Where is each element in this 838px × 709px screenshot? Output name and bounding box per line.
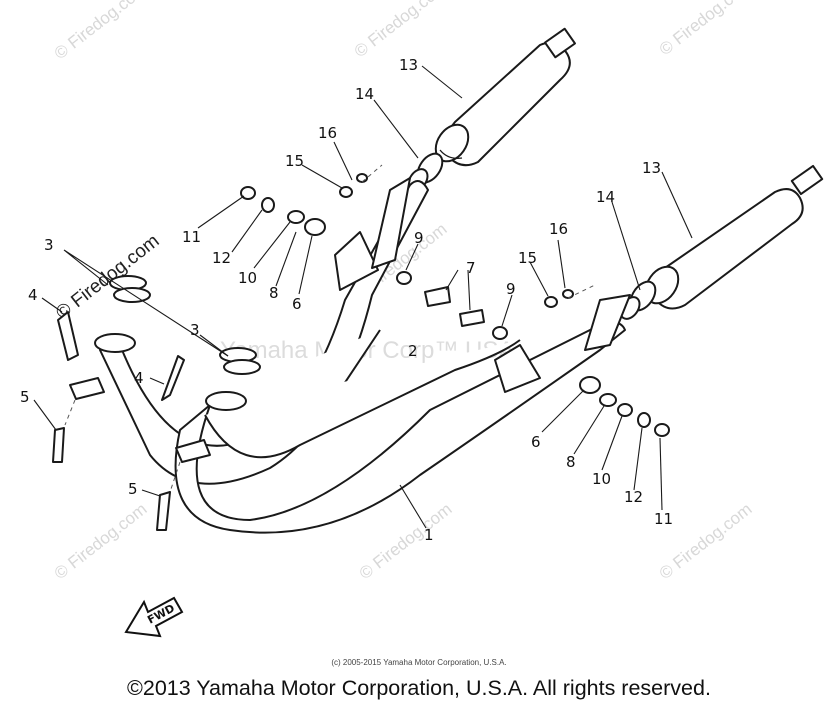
watermark: © Firedog.com bbox=[656, 0, 756, 59]
callout-6: 6 bbox=[292, 295, 302, 313]
callout-14: 14 bbox=[355, 85, 374, 103]
watermark: © Firedog.com bbox=[351, 0, 451, 61]
bolt-7-b bbox=[459, 309, 485, 327]
exhaust-pipe-1 bbox=[174, 294, 631, 534]
flange-left bbox=[69, 377, 105, 400]
callout-numbers: 13 14 16 15 11 12 10 8 6 9 7 9 2 13 14 1… bbox=[20, 56, 673, 544]
callout-2: 2 bbox=[408, 342, 418, 360]
callout-11: 11 bbox=[654, 510, 673, 528]
callout-16: 16 bbox=[318, 124, 337, 142]
muffler-upper bbox=[434, 27, 576, 167]
watermark: © Firedog.com bbox=[356, 499, 456, 583]
callout-4: 4 bbox=[28, 286, 38, 304]
callout-5: 5 bbox=[20, 388, 30, 406]
callout-10: 10 bbox=[592, 470, 611, 488]
callout-13: 13 bbox=[642, 159, 661, 177]
stud-4-left bbox=[57, 311, 79, 361]
muffler-lower bbox=[644, 164, 824, 310]
watermark: © Firedog.com bbox=[51, 0, 151, 63]
hardware-upper bbox=[240, 173, 412, 285]
bolt-5-left bbox=[52, 427, 65, 463]
callout-12: 12 bbox=[624, 488, 643, 506]
callout-13: 13 bbox=[399, 56, 418, 74]
bolt-7-a bbox=[424, 286, 451, 307]
callout-12: 12 bbox=[212, 249, 231, 267]
gasket-3-left bbox=[109, 275, 151, 303]
watermark-dark: © Firedog.com bbox=[52, 231, 163, 324]
callout-15: 15 bbox=[285, 152, 304, 170]
callout-9: 9 bbox=[414, 229, 424, 247]
callout-14: 14 bbox=[596, 188, 615, 206]
callout-8: 8 bbox=[269, 284, 279, 302]
leader-lines bbox=[33, 65, 693, 529]
watermark: © Firedog.com bbox=[51, 499, 151, 583]
callout-5: 5 bbox=[128, 480, 138, 498]
callout-3: 3 bbox=[190, 321, 200, 339]
hardware-lower bbox=[492, 289, 670, 437]
pipe-inlet-right bbox=[205, 391, 247, 411]
copyright-small: (c) 2005-2015 Yamaha Motor Corporation, … bbox=[331, 658, 507, 667]
callout-3: 3 bbox=[44, 236, 54, 254]
flange-right bbox=[175, 439, 211, 463]
gasket-3-right bbox=[219, 347, 261, 375]
callout-6: 6 bbox=[531, 433, 541, 451]
callout-16: 16 bbox=[549, 220, 568, 238]
fwd-arrow-icon: FWD bbox=[124, 596, 184, 638]
callout-11: 11 bbox=[182, 228, 201, 246]
bolt-5-right bbox=[156, 491, 171, 531]
callout-1: 1 bbox=[424, 526, 434, 544]
callout-4: 4 bbox=[134, 369, 144, 387]
copyright-notice: ©2013 Yamaha Motor Corporation, U.S.A. A… bbox=[127, 676, 711, 700]
pipe-inlet-left bbox=[94, 333, 136, 353]
callout-15: 15 bbox=[518, 249, 537, 267]
stud-4-right bbox=[161, 355, 185, 401]
callout-8: 8 bbox=[566, 453, 576, 471]
callout-9: 9 bbox=[506, 280, 516, 298]
callout-10: 10 bbox=[238, 269, 257, 287]
callout-7: 7 bbox=[466, 259, 476, 277]
